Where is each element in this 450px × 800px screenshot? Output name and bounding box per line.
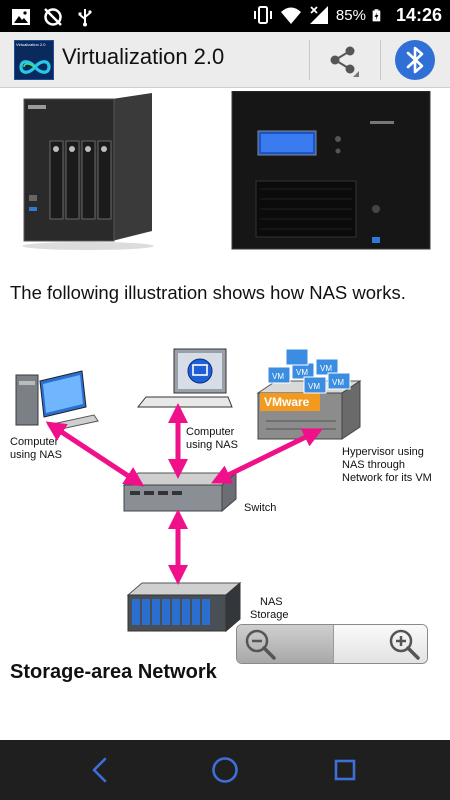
hypervisor-label: Hypervisor using NAS through Network for… bbox=[342, 446, 432, 484]
arrow-hypervisor-switch bbox=[211, 428, 323, 484]
app-title: Virtualization 2.0 bbox=[62, 44, 225, 69]
home-icon bbox=[212, 757, 238, 783]
recents-icon bbox=[334, 759, 356, 781]
usb-icon bbox=[78, 9, 92, 27]
app-logo-text: Virtualization 2.0 bbox=[16, 42, 46, 47]
computer-1-label-line: Computer bbox=[10, 436, 59, 448]
bluetooth-icon bbox=[395, 40, 435, 80]
vibrate-icon bbox=[253, 6, 272, 24]
desktop-computer-icon bbox=[15, 370, 99, 432]
hypervisor-label-line: Hypervisor using bbox=[342, 446, 424, 458]
app-logo: Virtualization 2.0 bbox=[14, 40, 54, 80]
nas-devices-image bbox=[22, 91, 431, 250]
laptop-computer-icon bbox=[136, 348, 233, 408]
divider bbox=[309, 40, 310, 80]
vmware-tag: VMware bbox=[264, 395, 310, 409]
network-switch-icon bbox=[122, 471, 238, 513]
recents-button[interactable] bbox=[325, 752, 365, 788]
zoom-out-button[interactable] bbox=[237, 625, 333, 663]
divider bbox=[380, 40, 381, 80]
navigation-bar bbox=[0, 740, 450, 800]
signal-icon bbox=[309, 6, 328, 24]
hypervisor-label-line: Network for its VM bbox=[342, 472, 432, 484]
clock: 14:26 bbox=[395, 4, 442, 25]
storage-label: NAS Storage bbox=[250, 596, 289, 621]
hypervisor-server-icon: VM VM VM VM VM VMware bbox=[256, 348, 362, 440]
body-paragraph: The following illustration shows how NAS… bbox=[10, 282, 406, 303]
switch-label: Switch bbox=[244, 502, 276, 514]
infinity-logo-icon bbox=[19, 60, 51, 74]
share-button[interactable] bbox=[312, 36, 374, 84]
vm-tag: VM bbox=[272, 372, 284, 381]
vm-tag: VM bbox=[320, 364, 332, 373]
computer-2-label-line: using NAS bbox=[186, 439, 238, 451]
hypervisor-label-line: NAS through bbox=[342, 459, 405, 471]
article-content[interactable]: The following illustration shows how NAS… bbox=[0, 89, 450, 740]
zoom-out-icon bbox=[245, 629, 276, 660]
back-button[interactable] bbox=[80, 752, 120, 788]
arrow-computer1-switch bbox=[45, 421, 145, 487]
battery-percent: 85% bbox=[335, 6, 366, 24]
computer-1-label-line: using NAS bbox=[10, 449, 62, 461]
nas-storage-icon bbox=[126, 581, 242, 633]
bluetooth-button[interactable] bbox=[388, 38, 442, 82]
storage-label-line: Storage bbox=[250, 609, 289, 621]
vm-tag: VM bbox=[296, 368, 308, 377]
section-heading: Storage-area Network bbox=[10, 661, 217, 683]
home-button[interactable] bbox=[205, 752, 245, 788]
image-icon bbox=[12, 9, 30, 25]
storage-label-line: NAS bbox=[260, 596, 283, 608]
zoom-in-icon bbox=[389, 629, 420, 660]
zoom-in-button[interactable] bbox=[332, 625, 427, 663]
vm-tag: VM bbox=[308, 382, 320, 391]
zoom-control bbox=[236, 624, 428, 664]
vm-tag: VM bbox=[332, 378, 344, 387]
battery-charging-icon bbox=[372, 9, 381, 22]
app-bar: Virtualization 2.0 Virtualization 2.0 bbox=[0, 32, 450, 88]
computer-2-label-line: Computer bbox=[186, 426, 235, 438]
back-icon bbox=[92, 757, 107, 783]
sync-disabled-icon bbox=[44, 8, 62, 26]
wifi-icon bbox=[280, 7, 301, 24]
share-icon bbox=[330, 46, 359, 77]
status-bar: 85% 14:26 bbox=[0, 0, 450, 32]
